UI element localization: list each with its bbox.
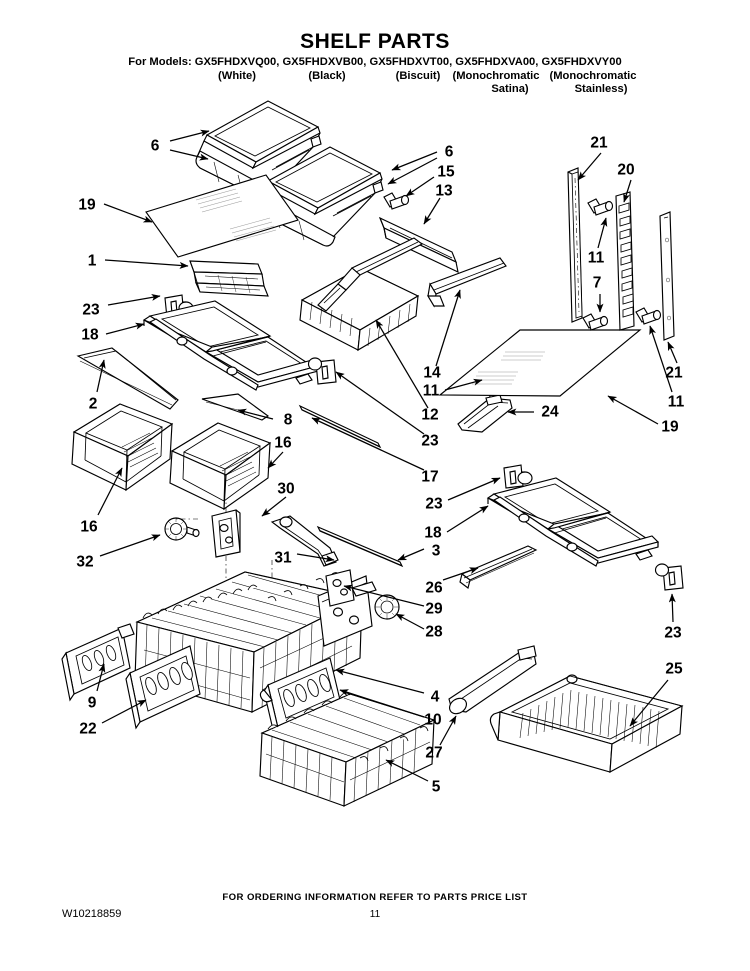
callout-32: 32 bbox=[76, 553, 94, 571]
callout-21-b: 21 bbox=[665, 364, 683, 382]
part-clip-23-right-upper bbox=[503, 464, 533, 489]
callout-12: 12 bbox=[421, 406, 439, 424]
part-rod-17 bbox=[298, 404, 382, 449]
callout-8: 8 bbox=[283, 411, 293, 429]
part-pin-28 bbox=[351, 581, 377, 597]
part-bar-8 bbox=[201, 393, 270, 421]
part-handle-27 bbox=[448, 645, 537, 715]
callout-9: 9 bbox=[87, 694, 97, 712]
callout-26: 26 bbox=[425, 579, 443, 597]
callout-6-b: 6 bbox=[444, 143, 454, 161]
callout-22: 22 bbox=[79, 720, 97, 738]
part-glass-shelf-19 bbox=[145, 174, 299, 258]
part-bracket-29 bbox=[325, 569, 355, 607]
part-shelf-frame-18-right bbox=[486, 477, 660, 567]
color-white: (White) bbox=[218, 70, 256, 82]
color-satina-cont: Satina) bbox=[491, 83, 529, 95]
publication-code: W10218859 bbox=[62, 908, 122, 920]
callout-23-c: 23 bbox=[425, 495, 443, 513]
part-track-21-right bbox=[659, 211, 675, 341]
callout-28: 28 bbox=[425, 623, 443, 641]
callout-4: 4 bbox=[430, 688, 440, 706]
part-crisper-bin-16-left bbox=[71, 403, 174, 492]
part-glass-shelf-19-right bbox=[438, 329, 642, 397]
callout-21: 21 bbox=[590, 134, 608, 152]
ordering-info-note: FOR ORDERING INFORMATION REFER TO PARTS … bbox=[222, 892, 528, 903]
callout-29: 29 bbox=[425, 600, 443, 618]
callout-19: 19 bbox=[78, 196, 96, 214]
part-shelf-frame-18-left bbox=[142, 300, 320, 391]
color-stainless-cont: Stainless) bbox=[574, 83, 628, 95]
part-basket-front-4 bbox=[259, 657, 341, 736]
callout-24: 24 bbox=[541, 403, 559, 421]
part-shelf-frame-6a bbox=[195, 100, 322, 201]
part-shelf-bar-26 bbox=[459, 545, 538, 589]
callout-13: 13 bbox=[435, 182, 453, 200]
callout-15: 15 bbox=[437, 163, 455, 181]
part-wire-basket-upper bbox=[134, 571, 364, 713]
callout-23-d: 23 bbox=[664, 624, 682, 642]
part-track-21-left bbox=[567, 167, 583, 323]
callout-14: 14 bbox=[423, 364, 441, 382]
part-gear-29 bbox=[374, 594, 400, 620]
callout-11: 11 bbox=[422, 382, 440, 400]
color-black: (Black) bbox=[308, 70, 346, 82]
part-crisper-bin-16-right bbox=[169, 422, 272, 511]
part-rod-3 bbox=[316, 525, 404, 568]
callout-20: 20 bbox=[617, 161, 635, 179]
callout-19-b: 19 bbox=[661, 418, 679, 436]
callout-25: 25 bbox=[665, 660, 683, 678]
callout-6: 6 bbox=[150, 137, 160, 155]
callout-18-b: 18 bbox=[424, 524, 442, 542]
part-track-20-ladder bbox=[615, 191, 635, 331]
color-satina: (Monochromatic bbox=[452, 70, 540, 82]
callout-31: 31 bbox=[274, 549, 292, 567]
part-screw-11-right bbox=[635, 307, 662, 325]
part-drawer-assembly-12 bbox=[299, 237, 424, 352]
part-basket-front-22 bbox=[125, 645, 201, 730]
callout-10: 10 bbox=[424, 711, 442, 729]
part-wire-basket-5 bbox=[259, 692, 436, 807]
part-rail-14 bbox=[426, 257, 507, 308]
callout-30: 30 bbox=[277, 480, 295, 498]
callout-23-b: 23 bbox=[421, 432, 439, 450]
color-biscuit: (Biscuit) bbox=[395, 70, 441, 82]
part-clip-23-left bbox=[164, 294, 194, 319]
part-screw-11-center bbox=[486, 375, 498, 399]
callout-11-b: 11 bbox=[587, 249, 605, 267]
part-basket-front-9 bbox=[61, 623, 135, 702]
callout-27: 27 bbox=[425, 744, 443, 762]
part-side-rail-plate bbox=[317, 575, 373, 647]
callout-11-c: 11 bbox=[667, 393, 685, 411]
part-bracket-30 bbox=[211, 509, 241, 558]
part-screw-7 bbox=[582, 313, 609, 331]
callout-16-b: 16 bbox=[274, 434, 292, 452]
part-shelf-frame-6b bbox=[256, 146, 384, 247]
callout-3: 3 bbox=[431, 542, 441, 560]
part-tray-25 bbox=[489, 674, 684, 774]
callout-5: 5 bbox=[431, 778, 441, 796]
color-stainless: (Monochromatic bbox=[549, 70, 637, 82]
callout-17: 17 bbox=[421, 468, 439, 486]
callout-23: 23 bbox=[82, 301, 100, 319]
callout-1: 1 bbox=[87, 252, 97, 270]
part-clip-23-right-lower bbox=[654, 563, 684, 591]
leader-lines bbox=[96, 129, 678, 782]
part-screw-15 bbox=[383, 192, 410, 210]
part-slide-rail-1 bbox=[189, 260, 269, 297]
callout-7: 7 bbox=[592, 274, 602, 292]
callout-16: 16 bbox=[80, 518, 98, 536]
part-rail-13 bbox=[378, 216, 459, 274]
page-title: SHELF PARTS bbox=[300, 30, 450, 53]
models-line: For Models: GX5FHDXVQ00, GX5FHDXVB00, GX… bbox=[128, 56, 622, 68]
part-roller-32 bbox=[164, 517, 200, 541]
part-screw-11-track bbox=[587, 198, 614, 216]
callout-18: 18 bbox=[81, 326, 99, 344]
callout-2: 2 bbox=[88, 395, 98, 413]
part-clip-23-center bbox=[307, 357, 337, 385]
part-24-shoe bbox=[457, 394, 513, 433]
page-number: 11 bbox=[369, 909, 381, 920]
